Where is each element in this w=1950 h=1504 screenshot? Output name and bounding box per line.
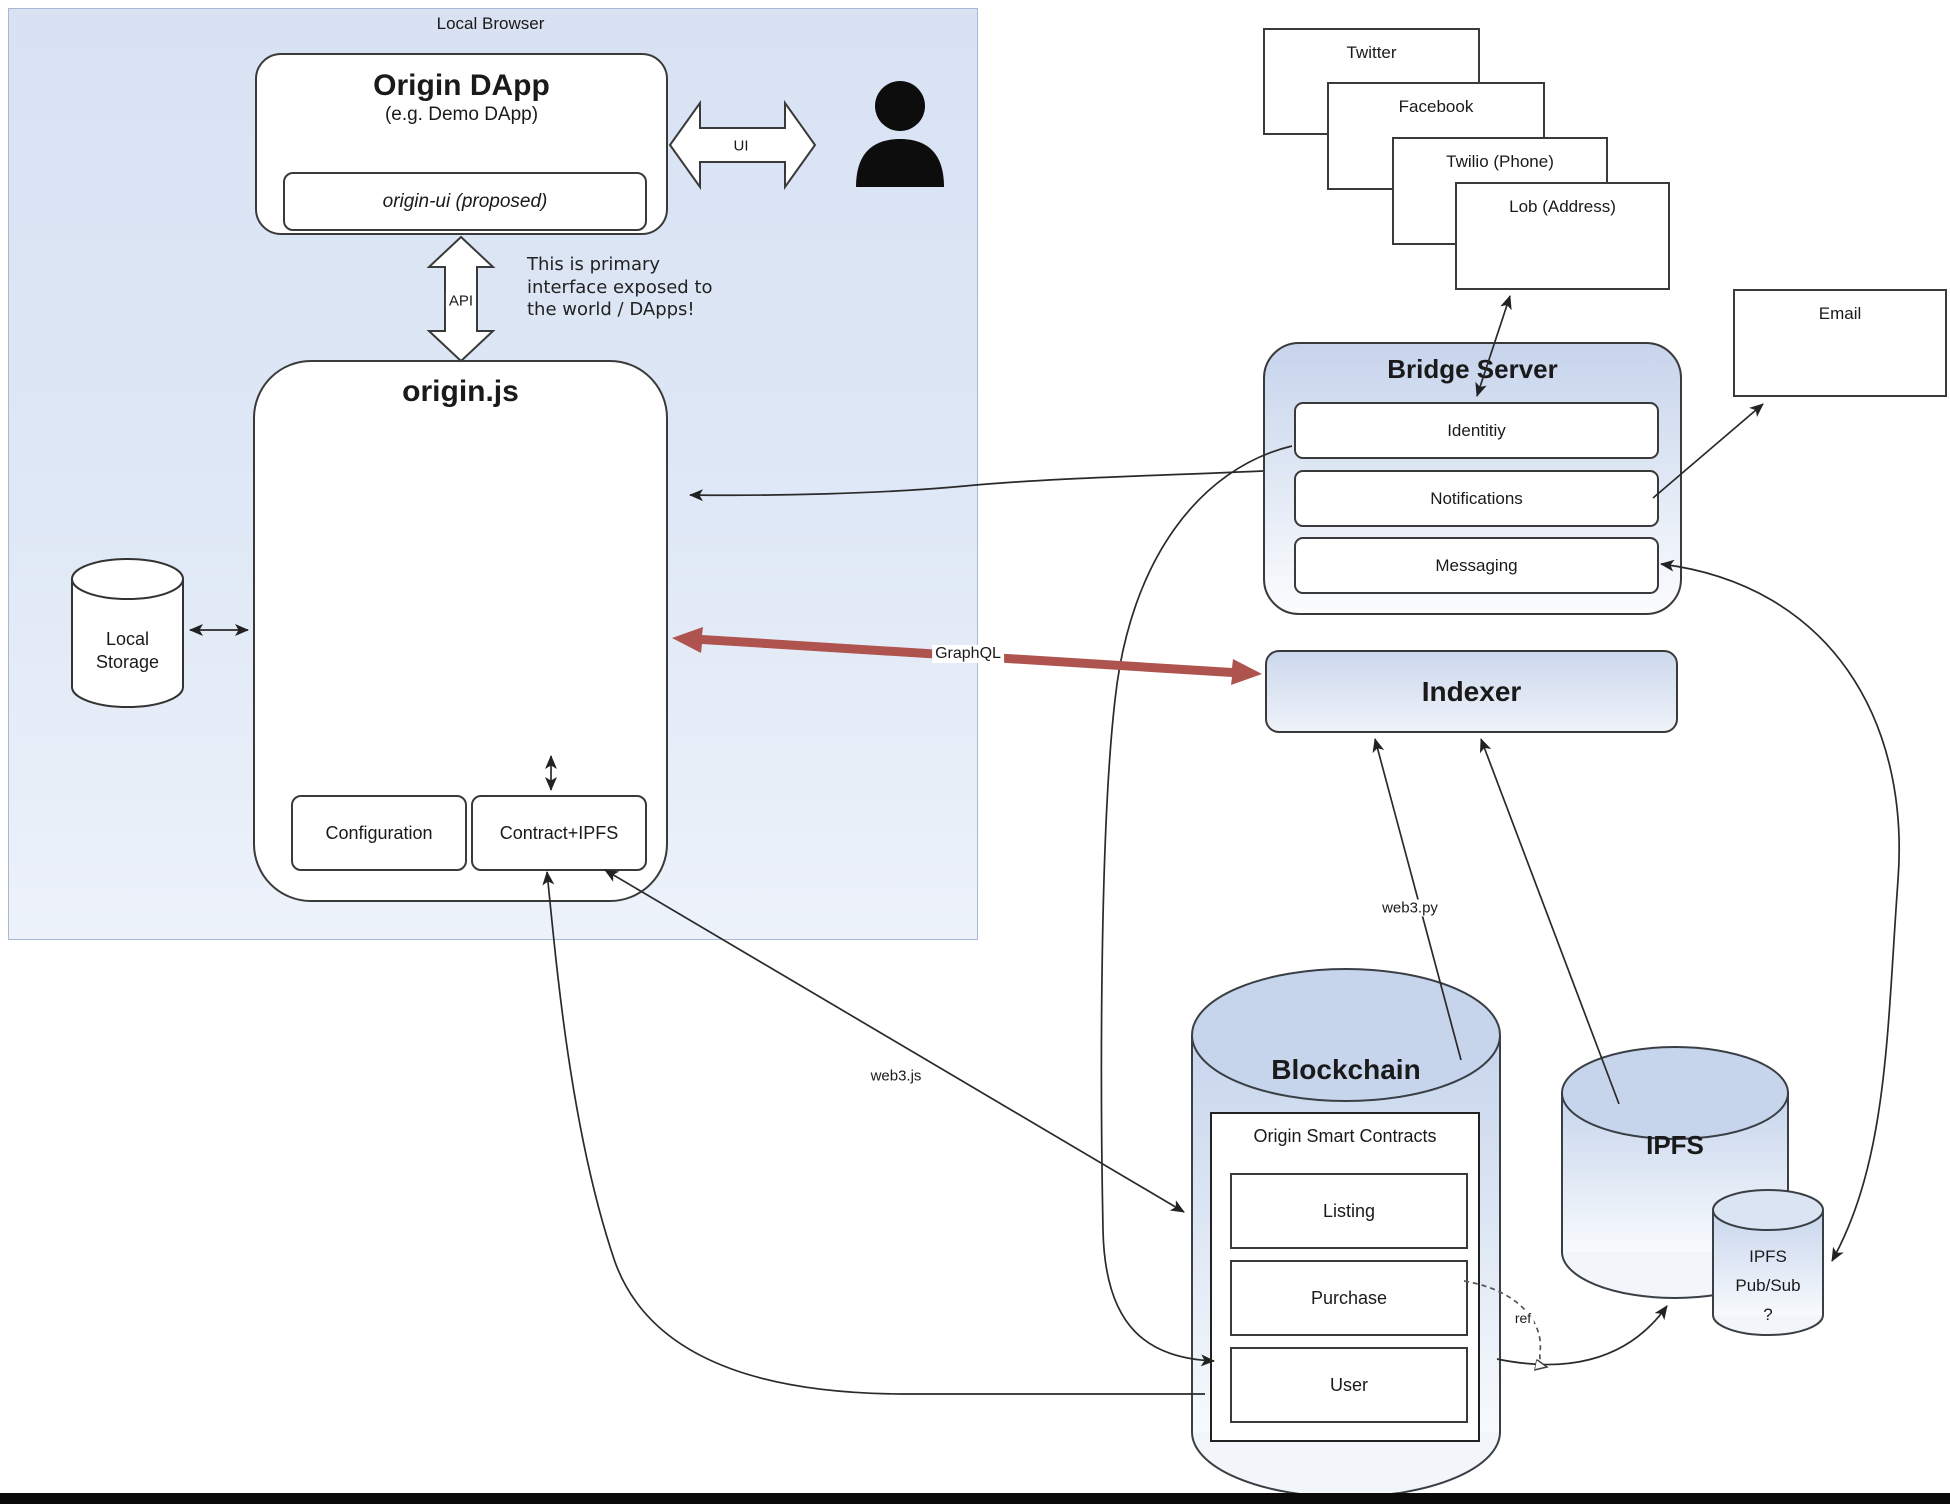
web3py-label: web3.py — [1379, 899, 1441, 917]
local-storage-line2: Storage — [95, 652, 160, 673]
ui-arrow-label: UI — [733, 137, 749, 155]
local-storage-cylinder — [71, 558, 184, 708]
email-node: Email — [1733, 289, 1947, 397]
connector-lob-bridge — [1475, 295, 1512, 397]
connector-ref-dashed — [1463, 1280, 1547, 1367]
connector-web3js — [604, 869, 1185, 1213]
bridge-server-node: Bridge Server Identitiy Notifications Me… — [1263, 342, 1682, 615]
messaging-node: Messaging — [1294, 537, 1659, 594]
ui-arrow — [668, 99, 817, 191]
purchase-node: Purchase — [1230, 1260, 1468, 1336]
originjs-node: origin.js Configuration Contract+IPFS — [253, 360, 668, 902]
connector-contract-blockchain-sweep — [542, 871, 1205, 1395]
contract-ipfs-node: Contract+IPFS — [471, 795, 647, 871]
origin-smart-contracts-node: Origin Smart Contracts Listing Purchase … — [1210, 1112, 1480, 1442]
note-line2: interface exposed to — [527, 276, 713, 298]
person-icon — [856, 81, 944, 187]
ref-label: ref — [1511, 1310, 1535, 1326]
notifications-node: Notifications — [1294, 470, 1659, 527]
configuration-node: Configuration — [291, 795, 467, 871]
connector-identity-user — [1100, 445, 1293, 1367]
note-line3: the world / DApps! — [527, 299, 695, 320]
note-line1: This is primary — [527, 254, 661, 275]
graphql-label: GraphQL — [932, 645, 1004, 663]
origin-smart-contracts-title: Origin Smart Contracts — [1253, 1126, 1437, 1146]
origin-dapp-title: Origin DApp — [373, 69, 550, 102]
pubsub-line3: ? — [1763, 1305, 1773, 1325]
blockchain-title: Blockchain — [1271, 1054, 1421, 1085]
local-browser-label: Local Browser — [436, 14, 545, 33]
api-arrow-label: API — [445, 292, 477, 310]
bottom-bar — [0, 1493, 1950, 1504]
identity-node: Identitiy — [1294, 402, 1659, 459]
listing-node: Listing — [1230, 1173, 1468, 1249]
web3js-label: web3.js — [867, 1067, 925, 1085]
local-storage-line1: Local — [105, 629, 150, 649]
connector-bridge-originjs — [689, 470, 1264, 502]
origin-dapp-subtitle: (e.g. Demo DApp) — [384, 104, 539, 125]
bridge-server-title: Bridge Server — [1387, 354, 1558, 384]
connector-web3py-ipfs — [1479, 738, 1620, 1105]
connector-blockchain-ipfs — [1496, 1305, 1668, 1366]
user-node: User — [1230, 1347, 1468, 1423]
annotation-note: This is primary interface exposed to the… — [527, 254, 757, 322]
origin-ui-node: origin-ui (proposed) — [283, 172, 647, 231]
pubsub-line2: Pub/Sub — [1735, 1276, 1801, 1296]
lob-node: Lob (Address) — [1455, 182, 1670, 290]
originjs-title: origin.js — [402, 375, 519, 408]
local-storage-label: Local Storage — [72, 628, 183, 675]
connector-messaging-pubsub — [1660, 559, 1900, 1262]
connector-notifications-email — [1652, 403, 1764, 499]
origin-dapp-node: Origin DApp (e.g. Demo DApp) origin-ui (… — [255, 53, 668, 235]
